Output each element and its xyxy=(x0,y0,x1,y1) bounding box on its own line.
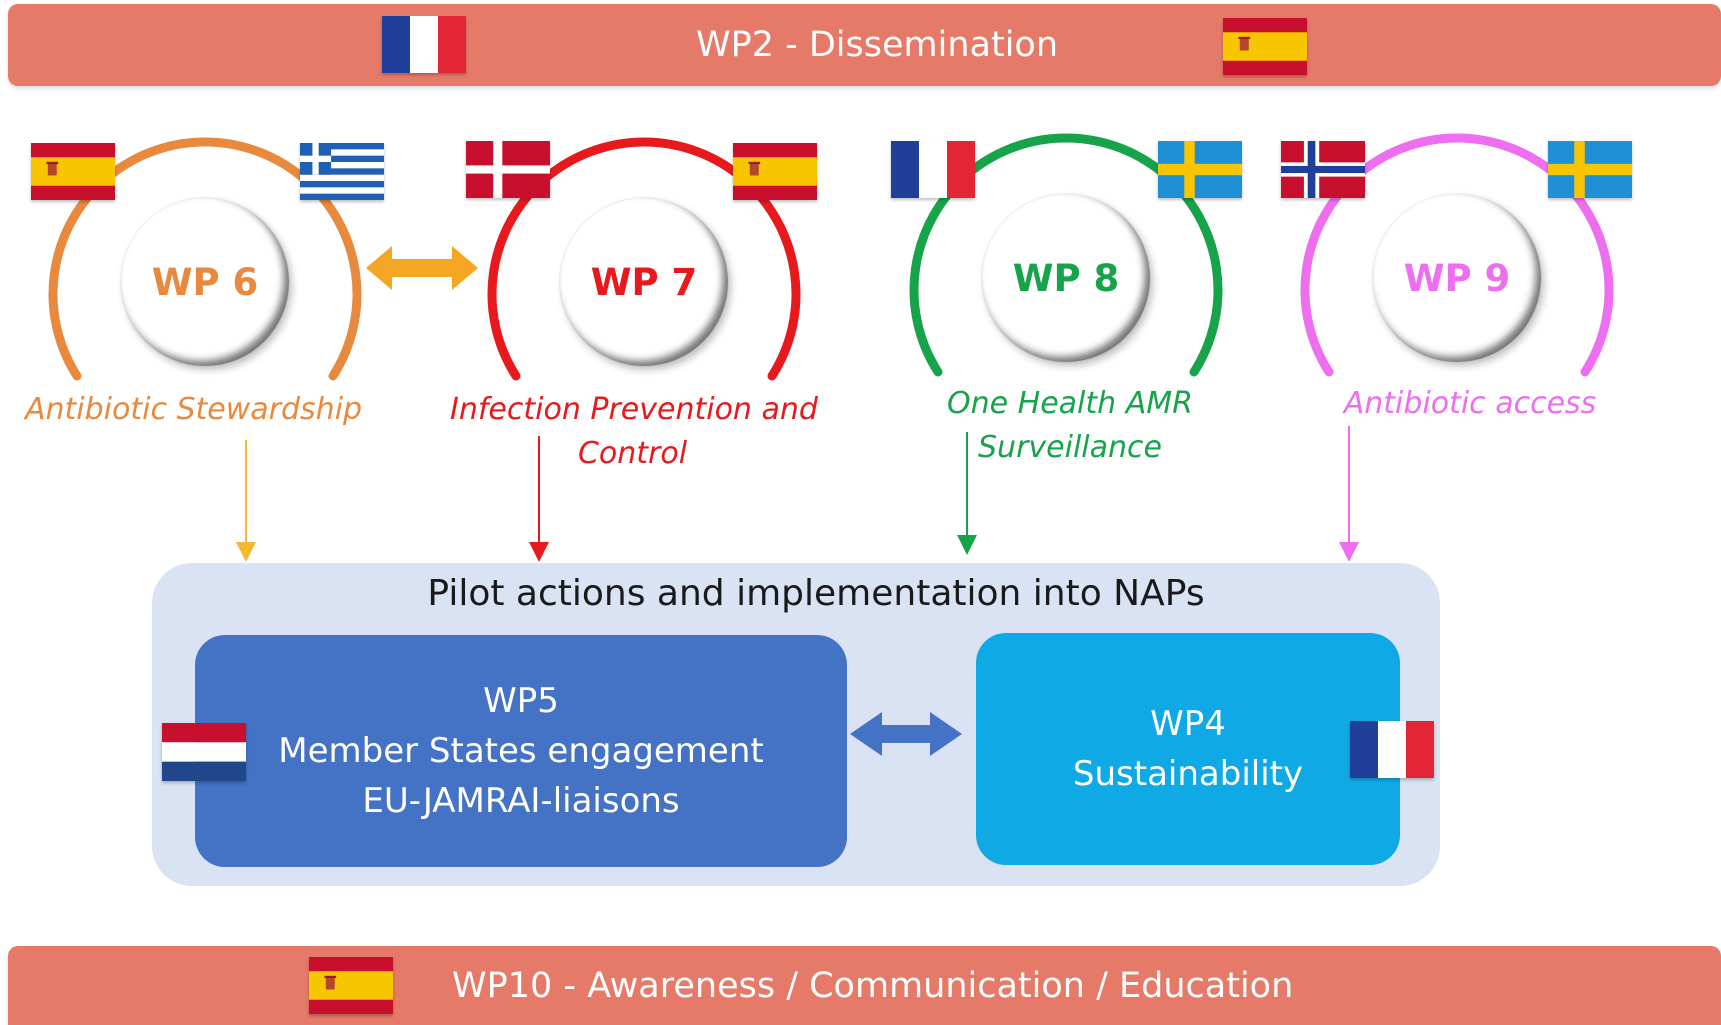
wp8-node: WP 8 xyxy=(896,126,1236,386)
netherlands-flag-icon xyxy=(162,723,246,781)
wp6-ring xyxy=(48,137,362,381)
wp6-caption: Antibiotic Stewardship xyxy=(25,392,363,427)
pilot-actions-title: Pilot actions and implementation into NA… xyxy=(427,573,1205,614)
wp5-line-liaisons: EU-JAMRAI-liaisons xyxy=(362,781,680,821)
wp8-disc: WP 8 xyxy=(982,194,1150,362)
banner-title-dissemination: WP2 - Dissemination xyxy=(696,25,1059,65)
wp9-node: WP 9 xyxy=(1287,126,1627,386)
wp4-box: WP4 Sustainability xyxy=(976,633,1400,865)
wp6-wp7-double-arrow xyxy=(366,246,478,290)
wp7-label: WP 7 xyxy=(590,260,698,304)
wp7-ring xyxy=(487,137,801,381)
spain-flag-icon xyxy=(733,143,817,200)
france-flag-icon xyxy=(1350,721,1434,778)
wp5-box: WP5 Member States engagement EU-JAMRAI-l… xyxy=(195,635,847,867)
wp9-disc: WP 9 xyxy=(1373,194,1541,362)
sweden-flag-icon xyxy=(1548,141,1632,198)
spain-flag-icon xyxy=(309,957,393,1014)
france-flag-icon xyxy=(891,141,975,198)
wp6-node: WP 6 xyxy=(35,130,375,390)
wp7-disc: WP 7 xyxy=(560,198,728,366)
wp8-label: WP 8 xyxy=(1012,256,1120,300)
wp5-label: WP5 xyxy=(483,681,559,721)
top-banner: WP2 - Dissemination xyxy=(8,4,1721,86)
wp6-label: WP 6 xyxy=(151,260,259,304)
wp4-line-sustainability: Sustainability xyxy=(1072,754,1304,794)
spain-flag-icon xyxy=(1223,18,1307,75)
bottom-banner: WP10 - Awareness / Communication / Educa… xyxy=(8,946,1721,1025)
wp9-caption: Antibiotic access xyxy=(1343,386,1597,421)
banner-title-awareness: WP10 - Awareness / Communication / Educa… xyxy=(452,965,1294,1006)
wp9-label: WP 9 xyxy=(1403,256,1511,300)
denmark-flag-icon xyxy=(466,141,550,198)
sweden-flag-icon xyxy=(1158,141,1242,198)
greece-flag-icon xyxy=(300,143,384,200)
france-flag-icon xyxy=(382,16,466,73)
wp9-ring xyxy=(1300,133,1614,377)
wp8-ring xyxy=(909,133,1223,377)
norway-flag-icon xyxy=(1281,141,1365,198)
wp7-caption: Infection Prevention and Control xyxy=(450,392,818,471)
wp5-line-engagement: Member States engagement xyxy=(278,731,764,771)
wp4-label: WP4 xyxy=(1150,704,1226,744)
wp8-caption: One Health AMR Surveillance xyxy=(947,386,1193,465)
spain-flag-icon xyxy=(31,143,115,200)
wp7-node: WP 7 xyxy=(474,130,814,390)
wp6-disc: WP 6 xyxy=(121,198,289,366)
